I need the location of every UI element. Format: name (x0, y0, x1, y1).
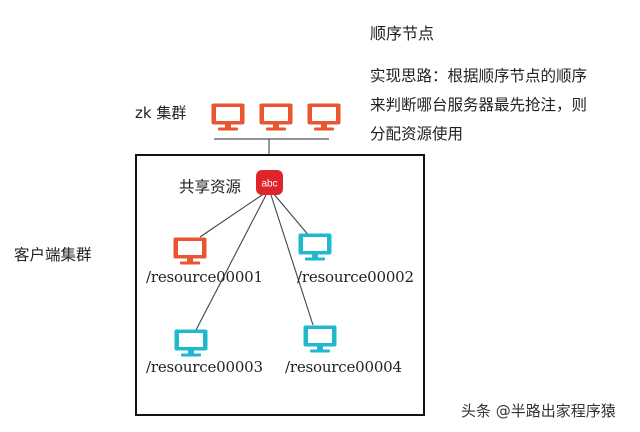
description-line-3: 分配资源使用 (370, 125, 464, 143)
zk-cluster-label: zk 集群 (135, 104, 187, 122)
watermark: 头条 @半路出家程序猿 (461, 402, 616, 420)
link-resource00004 (270, 194, 314, 326)
zk-connector (214, 138, 329, 154)
resource-label: /resource00001 (146, 268, 263, 286)
description: 实现思路：根据顺序节点的顺序 来判断哪台服务器最先抢注，则 分配资源使用 (370, 62, 638, 149)
client-monitor-icon (298, 233, 332, 261)
abc-icon-text: abc (261, 179, 277, 190)
resource-label: /resource00003 (146, 358, 263, 376)
shared-resource-label: 共享资源 (179, 178, 242, 196)
diagram-title: 顺序节点 (370, 24, 435, 43)
description-line-1: 实现思路：根据顺序节点的顺序 (370, 67, 588, 85)
client-monitor-icon (173, 237, 207, 265)
link-resource00001 (199, 192, 266, 238)
zk-monitor-icon (259, 103, 293, 131)
resource-links (195, 192, 314, 331)
client-monitor-icon (303, 325, 337, 353)
abc-app-icon: abc (256, 170, 283, 195)
client-monitor-icon (174, 329, 208, 357)
description-line-2: 来判断哪台服务器最先抢注，则 (370, 96, 588, 114)
resource-label: /resource00002 (297, 268, 414, 286)
zk-monitor-icon (211, 103, 245, 131)
client-cluster-label: 客户端集群 (14, 246, 92, 264)
zk-monitor-icon (307, 103, 341, 131)
link-resource00002 (272, 192, 311, 238)
client-cluster-box (135, 154, 425, 416)
resource-label: /resource00004 (285, 358, 402, 376)
link-resource00003 (195, 194, 267, 331)
